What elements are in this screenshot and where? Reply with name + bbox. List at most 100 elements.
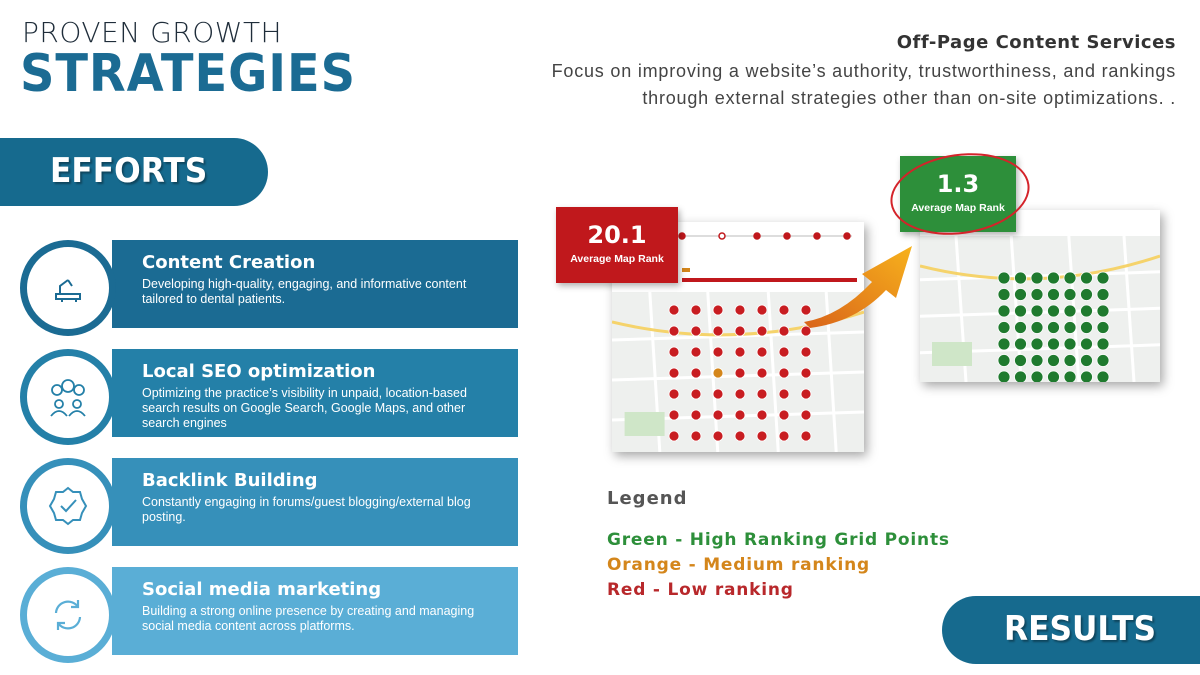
grid-point [778,409,790,421]
grid-point [1014,321,1027,334]
grid-point [690,304,702,316]
grid-point [1096,271,1110,285]
map-road [766,291,780,452]
grid-point [778,430,790,442]
grid-point [1096,337,1110,351]
grid-point [1014,337,1027,351]
grid-point [756,346,768,358]
grid-point [800,388,812,400]
grid-point [734,304,746,316]
offpage-title: Off-Page Content Services [896,32,1176,53]
grid-point [668,430,680,442]
grid-point [690,325,702,337]
effort-text: Building a strong online presence by cre… [142,604,475,633]
grid-point [1080,321,1093,334]
grid-point [668,409,680,421]
grid-point [997,354,1011,367]
efforts-banner-label: EFFORTS [50,151,208,191]
results-banner-label: RESULTS [1004,609,1157,649]
grid-point [997,271,1011,285]
grid-point [1014,370,1027,382]
grid-point [1047,288,1060,301]
grid-point [690,346,702,358]
grid-point [1030,271,1044,285]
grid-point [734,367,746,379]
grid-point [997,321,1011,334]
grid-point [756,409,768,421]
grid-point [1030,304,1044,318]
grid-point [1030,370,1044,382]
grid-point [734,409,746,421]
grid-point [1063,354,1077,367]
grid-point [690,430,702,442]
refresh-arrows-icon [54,600,82,630]
grid-point [756,367,768,379]
grid-point [1047,304,1060,318]
legend-title: Legend [607,488,688,509]
desk-chair-icon [55,279,81,302]
grid-point [1096,370,1110,382]
effort-card-local-seo: Local SEO optimization Optimizing the pr… [20,349,520,445]
rank-after-label: Average Map Rank [911,202,1005,214]
effort-ring [20,458,116,554]
improvement-arrow-icon [804,246,912,328]
grid-point [1014,354,1027,367]
effort-title: Local SEO optimization [142,361,376,382]
grid-point [712,430,724,442]
timeline-point [783,232,791,240]
effort-ring [20,349,116,445]
timeline-point [678,232,686,240]
grid-point [1030,354,1044,367]
timeline-point [813,232,821,240]
grid-point [690,388,702,400]
grid-point [668,304,680,316]
effort-title: Backlink Building [142,470,318,491]
grid-point [1096,354,1110,367]
grid-point [1047,337,1060,351]
rank-before-box: 20.1 Average Map Rank [556,207,678,283]
legend-item-green: Green - High Ranking Grid Points [607,530,950,550]
grid-point [1096,304,1110,318]
effort-box: Backlink Building Constantly engaging in… [112,458,518,546]
effort-card-backlink: Backlink Building Constantly engaging in… [20,458,520,554]
grid-point [690,367,702,379]
legend-item-red: Red - Low ranking [607,580,794,600]
grid-point [997,337,1011,351]
grid-point [712,388,724,400]
grid-point [800,367,812,379]
timeline-point [843,232,851,240]
legend-item-orange: Orange - Medium ranking [607,555,870,575]
grid-point [668,325,680,337]
grid-point [690,409,702,421]
grid-point [1047,354,1060,367]
effort-text: Developing high-quality, engaging, and i… [142,277,467,306]
grid-point [778,388,790,400]
rank-after-box: 1.3 Average Map Rank [900,156,1016,232]
grid-point [800,409,812,421]
timeline-point [753,232,761,240]
grid-point [997,304,1011,318]
grid-point [1096,321,1110,334]
grid-point [800,430,812,442]
grid-point [778,367,790,379]
grid-point [1047,271,1060,285]
grid-point [1096,288,1110,301]
grid-point [778,304,790,316]
grid-point [997,370,1011,382]
grid-point [1080,354,1093,367]
low-bar [682,278,857,282]
grid-point [1014,288,1027,301]
rank-after-value: 1.3 [936,170,980,198]
title-top: PROVEN GROWTH [22,16,283,49]
offpage-description: Focus on improving a website’s authority… [551,61,1176,108]
grid-point [712,409,724,421]
effort-title: Content Creation [142,252,316,273]
grid-point [734,325,746,337]
social-people-icon [50,379,86,417]
grid-point [668,346,680,358]
map-after-screenshot [920,210,1160,382]
grid-point [778,325,790,337]
grid-point [712,367,724,379]
grid-point [668,367,680,379]
rank-before-label: Average Map Rank [570,253,664,265]
